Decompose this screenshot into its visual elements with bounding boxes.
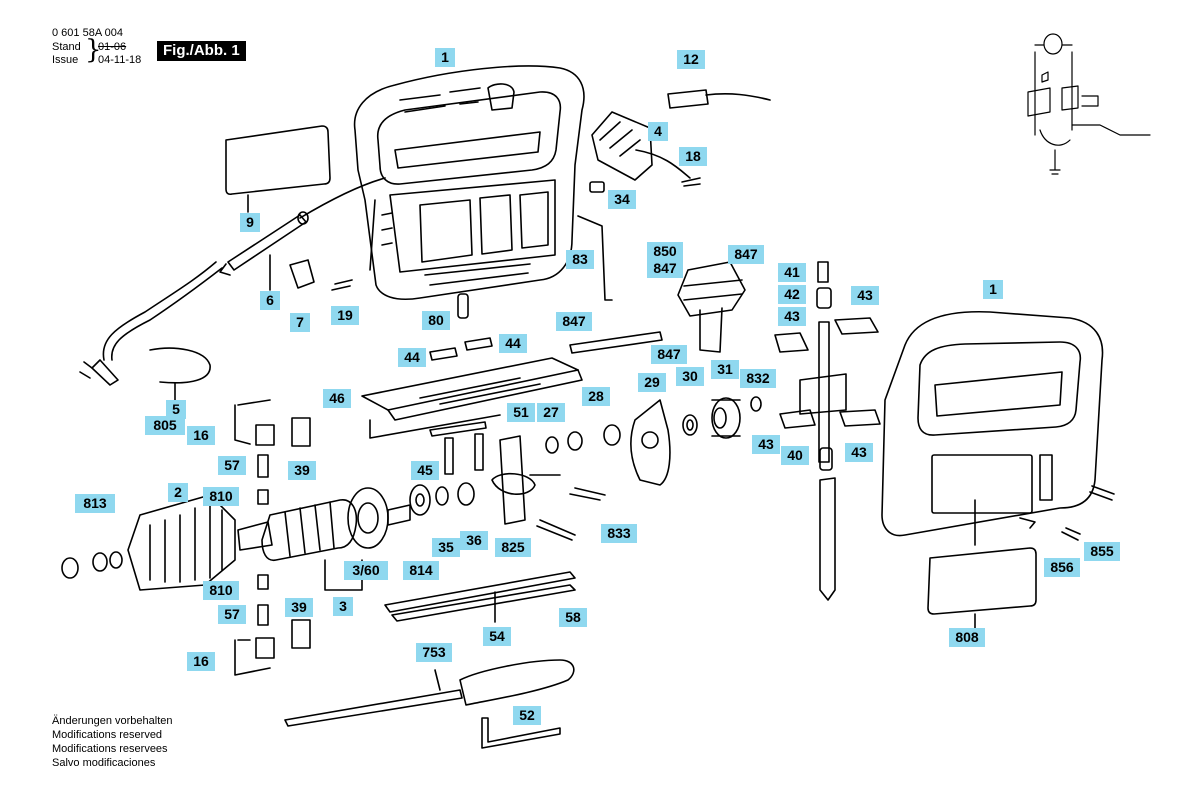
rear-screws-part	[1061, 485, 1115, 541]
part-label-813: 813	[75, 494, 115, 513]
part-label-850: 850	[647, 242, 683, 261]
part-label-856: 856	[1044, 558, 1080, 577]
part-label-19: 19	[331, 306, 359, 325]
part-label-1-housing: 1	[435, 48, 455, 67]
switch-part	[589, 89, 771, 193]
part-label-83: 83	[566, 250, 594, 269]
part-label-18: 18	[679, 147, 707, 166]
part-label-43-top-right: 43	[851, 286, 879, 305]
issue-value: 04-11-18	[98, 54, 142, 66]
brush-holders-part	[234, 399, 311, 676]
part-label-36: 36	[460, 531, 488, 550]
hex-key-part	[481, 717, 561, 749]
part-label-42: 42	[778, 285, 806, 304]
small-fasteners-part	[289, 215, 613, 319]
part-label-46: 46	[323, 389, 351, 408]
figure-title: Fig./Abb. 1	[157, 41, 246, 61]
part-label-52: 52	[513, 706, 541, 725]
notice-english: Modifications reserved	[52, 729, 163, 741]
stand-label: Stand	[52, 41, 81, 53]
part-label-5: 5	[166, 400, 186, 419]
part-label-39-lower: 39	[285, 598, 313, 617]
part-label-16-lower: 16	[187, 652, 215, 671]
part-label-51: 51	[507, 403, 535, 422]
part-label-833: 833	[601, 524, 637, 543]
saw-blades-part	[384, 571, 576, 623]
part-label-7: 7	[290, 313, 310, 332]
header-brace: }	[85, 35, 102, 65]
part-label-80: 80	[422, 311, 450, 330]
modification-notice: Änderungen vorbehalten Modifications res…	[52, 714, 172, 770]
bearing-housing-part	[677, 261, 746, 353]
part-label-44-right: 44	[499, 334, 527, 353]
notice-spanish: Salvo modificaciones	[52, 757, 156, 769]
part-label-1-rear-cap: 1	[983, 280, 1003, 299]
part-label-30: 30	[676, 367, 704, 386]
part-label-40: 40	[781, 446, 809, 465]
part-label-3: 3	[333, 597, 353, 616]
part-label-9: 9	[240, 213, 260, 232]
part-label-810-lower: 810	[203, 581, 239, 600]
issue-label: Issue	[52, 54, 79, 66]
base-plate-part	[361, 331, 663, 439]
part-label-805: 805	[145, 416, 185, 435]
part-label-12: 12	[677, 50, 705, 69]
part-label-832: 832	[740, 369, 776, 388]
rating-plate-part	[225, 125, 331, 213]
part-label-29: 29	[638, 373, 666, 392]
part-label-2: 2	[168, 483, 188, 502]
label-plate-part	[927, 547, 1037, 631]
part-label-41: 41	[778, 263, 806, 282]
part-label-57-lower: 57	[218, 605, 246, 624]
part-label-27: 27	[537, 403, 565, 422]
rear-cap-housing-part	[881, 310, 1104, 546]
part-label-43-top-left: 43	[778, 307, 806, 326]
part-label-825: 825	[495, 538, 531, 557]
part-label-810-upper: 810	[203, 487, 239, 506]
part-label-808: 808	[949, 628, 985, 647]
part-label-28: 28	[582, 387, 610, 406]
part-label-35: 35	[432, 538, 460, 557]
part-label-753: 753	[416, 643, 452, 662]
part-label-3-60: 3/60	[344, 561, 388, 580]
wiring-schematic	[1027, 33, 1151, 175]
part-label-847-middle: 847	[556, 312, 592, 331]
part-label-43-lower-right: 43	[845, 443, 873, 462]
part-label-855: 855	[1084, 542, 1120, 561]
part-label-44-left: 44	[398, 348, 426, 367]
part-label-57-upper: 57	[218, 456, 246, 475]
part-label-31: 31	[711, 360, 739, 379]
part-label-43-lower-left: 43	[752, 435, 780, 454]
screwdriver-part	[284, 659, 575, 727]
cable-sleeve-part	[219, 177, 386, 291]
part-label-814: 814	[403, 561, 439, 580]
gear-train-part	[545, 396, 762, 486]
plunger-part	[774, 261, 881, 601]
part-label-58: 58	[559, 608, 587, 627]
part-label-4: 4	[648, 122, 668, 141]
part-label-45: 45	[411, 461, 439, 480]
part-label-34: 34	[608, 190, 636, 209]
guide-roller-part	[429, 421, 606, 541]
notice-french: Modifications reservees	[52, 743, 168, 755]
part-label-54: 54	[483, 627, 511, 646]
stand-value: 01-06	[98, 41, 127, 53]
part-label-847-upper-left: 847	[647, 259, 683, 278]
part-label-847-upper-right: 847	[728, 245, 764, 264]
part-label-39-upper: 39	[288, 461, 316, 480]
mains-cable-part	[79, 261, 223, 401]
notice-german: Änderungen vorbehalten	[52, 715, 173, 727]
part-label-16-upper: 16	[187, 426, 215, 445]
document-number: 0 601 58A 004	[52, 27, 123, 39]
part-label-6: 6	[260, 291, 280, 310]
part-label-847-lower: 847	[651, 345, 687, 364]
motor-housing-part	[353, 65, 585, 301]
